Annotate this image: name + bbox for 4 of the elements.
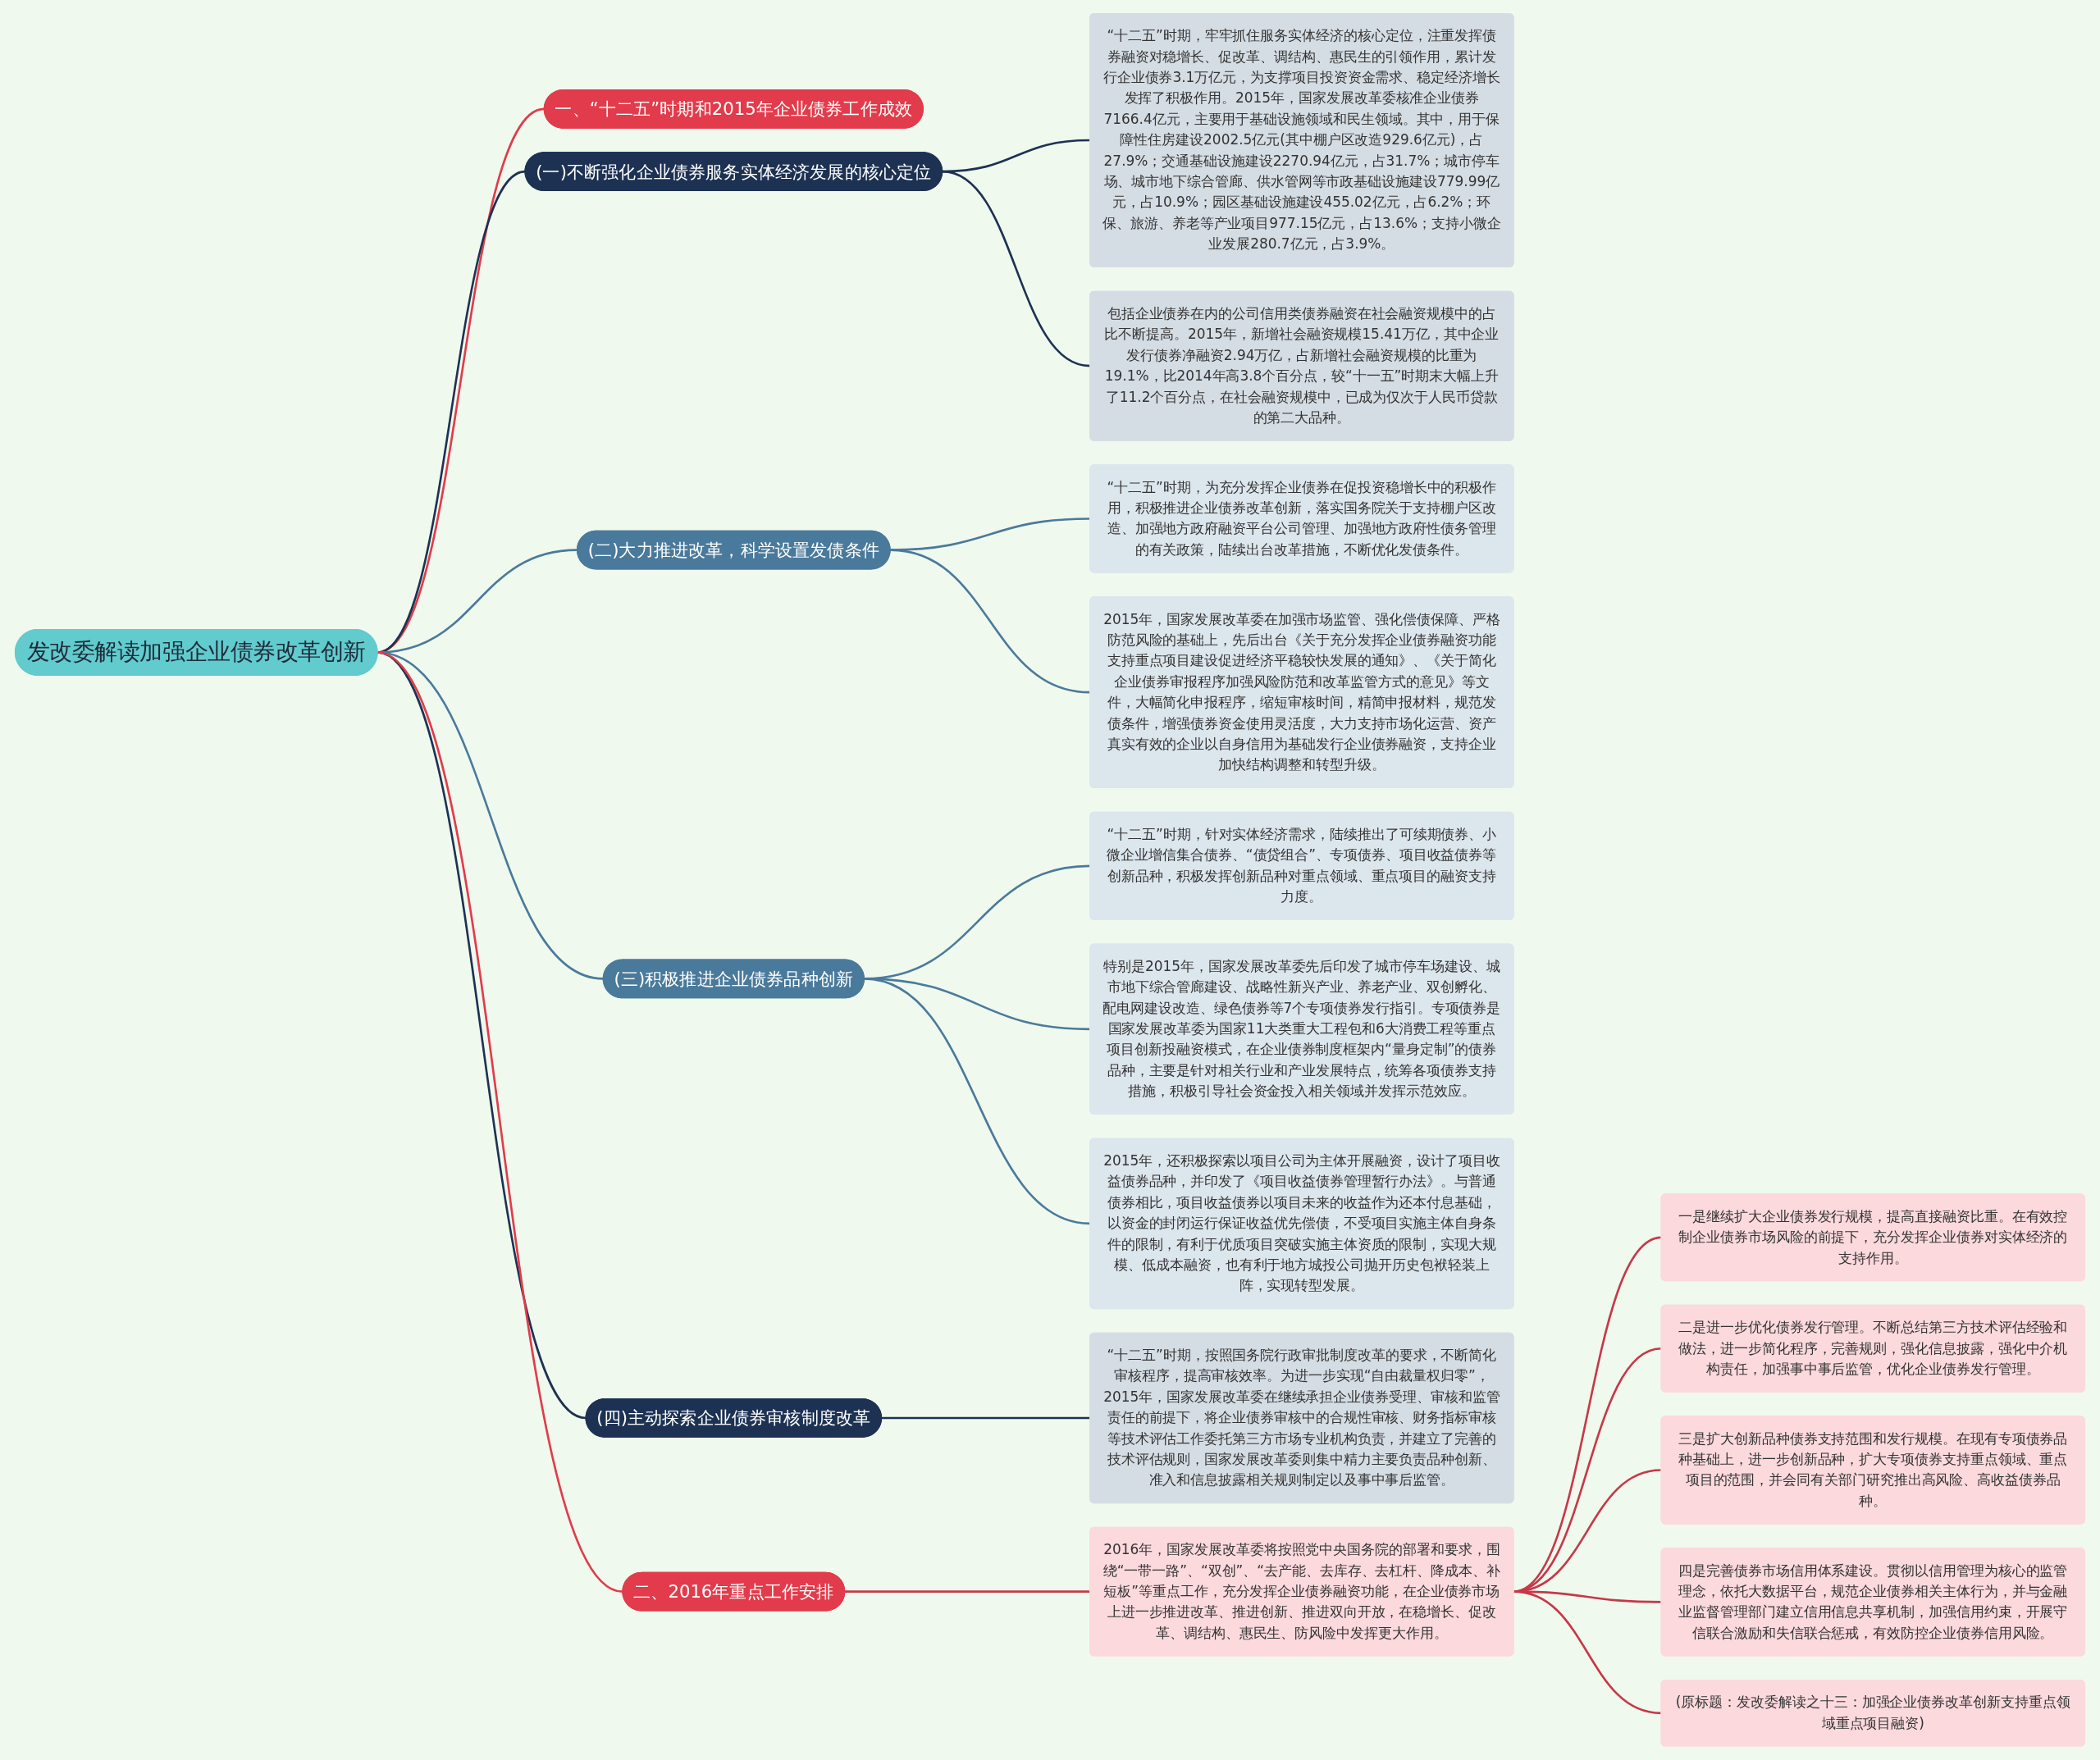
connector <box>942 171 1090 367</box>
connector <box>864 978 1090 1225</box>
connector <box>881 1416 1090 1420</box>
connector <box>844 1590 1090 1594</box>
